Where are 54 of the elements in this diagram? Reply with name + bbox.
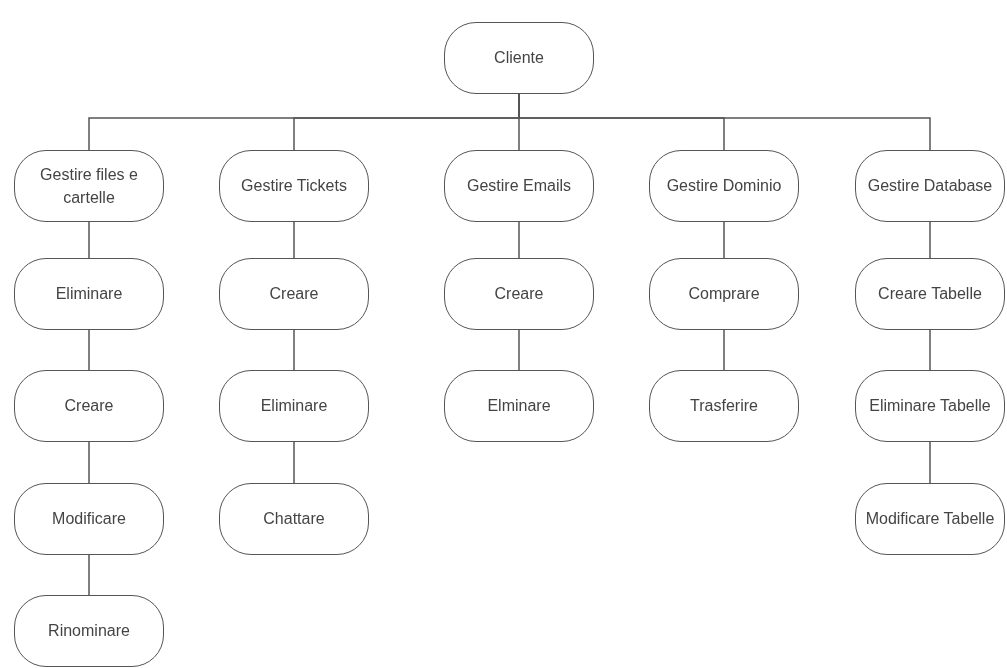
connector-line	[88, 329, 90, 371]
rounded-box	[649, 258, 799, 330]
connector-line	[88, 554, 90, 596]
node-label: Elminare	[487, 396, 551, 417]
node-label: Creare	[64, 396, 114, 417]
node-label: Chattare	[263, 509, 325, 530]
node-label: Modificare	[52, 509, 126, 530]
connector-line	[88, 441, 90, 484]
node-label: Eliminare	[55, 284, 123, 305]
rounded-box	[649, 370, 799, 442]
node-label: Creare Tabelle	[878, 284, 982, 305]
rounded-box	[444, 370, 594, 442]
connector-line	[723, 221, 725, 259]
rounded-box	[855, 370, 1005, 442]
rounded-box	[855, 483, 1005, 555]
connector-line	[518, 329, 520, 371]
connector-line	[929, 221, 931, 259]
rounded-box	[14, 370, 164, 442]
node-label: Gestire Tickets	[241, 176, 347, 197]
node-label: Gestire Emails	[467, 176, 571, 197]
node-label: Creare	[269, 284, 319, 305]
rounded-box	[219, 370, 369, 442]
rounded-box	[14, 483, 164, 555]
rounded-box	[855, 258, 1005, 330]
rounded-box	[219, 150, 369, 222]
rounded-box	[444, 150, 594, 222]
node-label: Trasferire	[690, 396, 758, 417]
node-label: Creare	[494, 284, 544, 305]
node-label: Gestire Database	[867, 176, 993, 197]
connector-line	[88, 221, 90, 259]
rounded-box	[219, 483, 369, 555]
node-label: Cliente	[494, 48, 544, 69]
node-label: Eliminare	[260, 396, 328, 417]
rounded-box	[855, 150, 1005, 222]
rounded-box	[14, 150, 164, 222]
rounded-box	[444, 22, 594, 94]
node-label: Modificare Tabelle	[865, 509, 995, 530]
connector-line	[293, 329, 295, 371]
connector-line	[293, 441, 295, 484]
rounded-box	[649, 150, 799, 222]
node-label: Eliminare Tabelle	[869, 396, 991, 417]
node-label: Comprare	[688, 284, 760, 305]
connector-line	[723, 329, 725, 371]
rounded-box	[14, 595, 164, 667]
rounded-box	[14, 258, 164, 330]
node-label: Rinominare	[48, 621, 130, 642]
connector-line	[293, 221, 295, 259]
connector-line	[518, 221, 520, 259]
node-label: Gestire files e cartelle	[39, 164, 139, 208]
connector-line	[929, 441, 931, 484]
node-label: Gestire Dominio	[666, 176, 782, 197]
rounded-box	[444, 258, 594, 330]
connector-line	[929, 329, 931, 371]
rounded-box	[219, 258, 369, 330]
